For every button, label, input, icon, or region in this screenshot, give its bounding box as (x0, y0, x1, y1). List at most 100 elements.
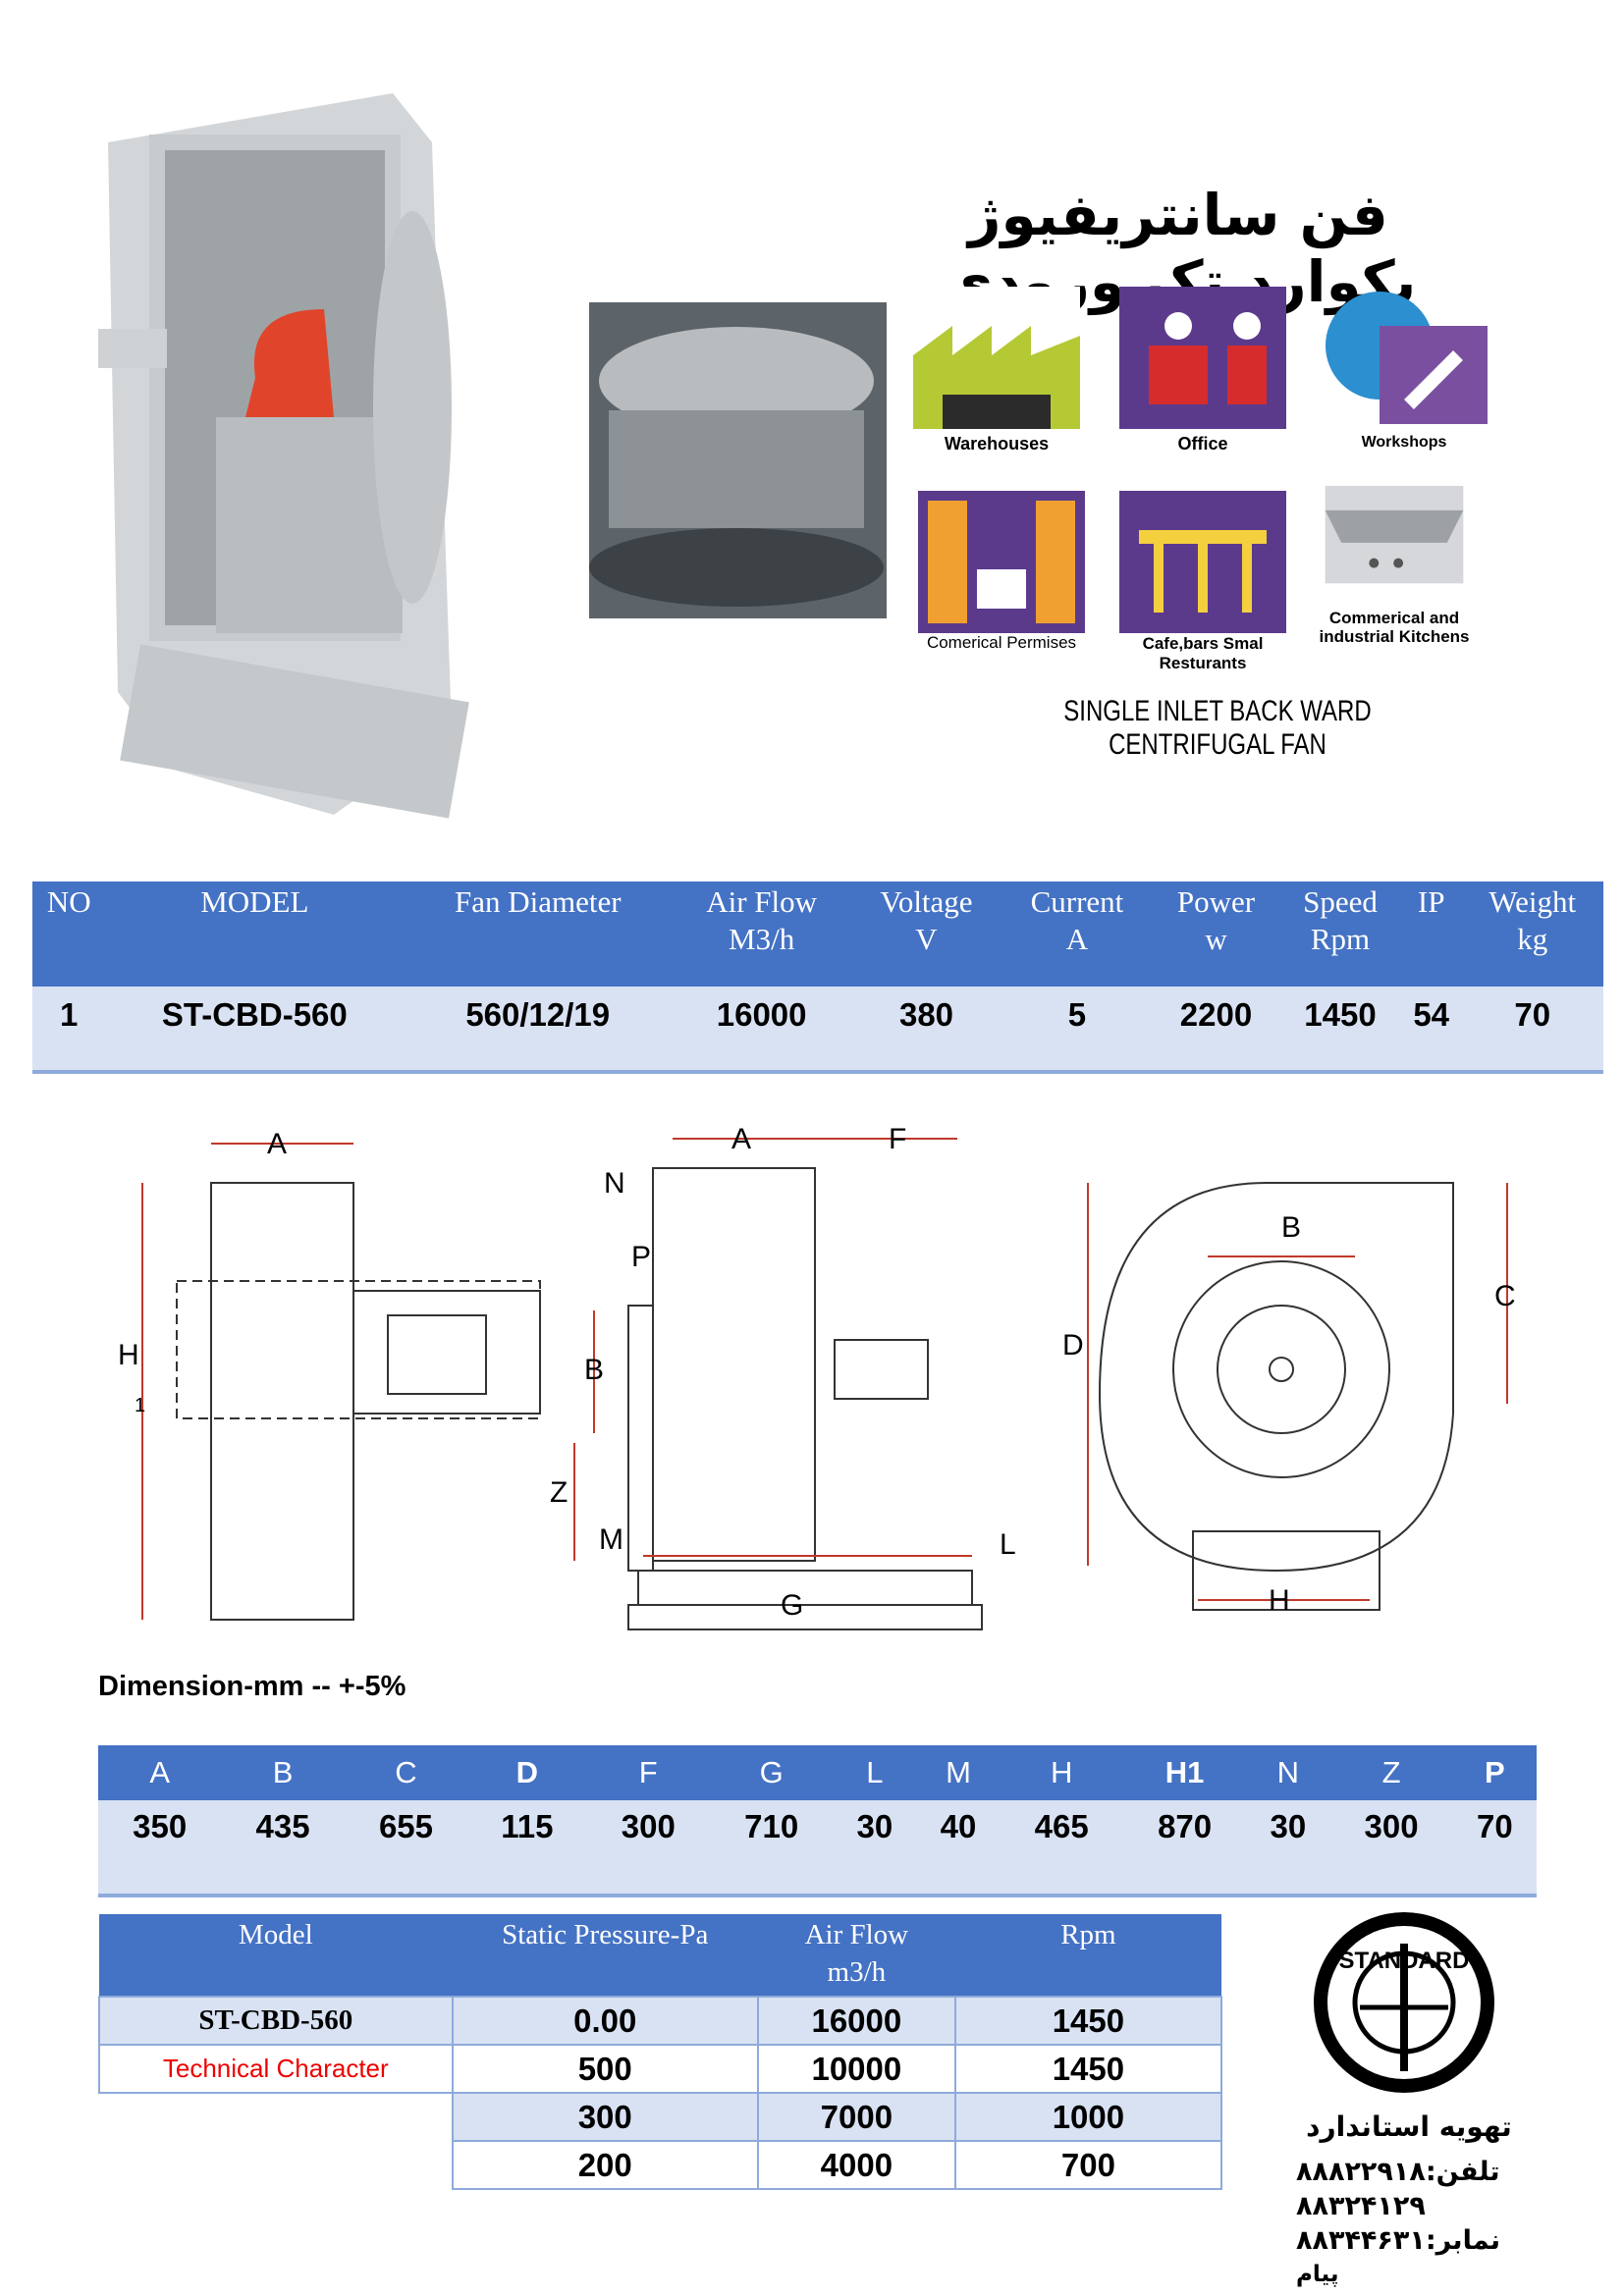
logo-caption: تهویه استاندارد (1306, 2110, 1512, 2143)
cell-rpm: 1450 (953, 1996, 1223, 2046)
dim-value: 30 (1246, 1800, 1330, 1897)
cell-air-flow: 16000 (672, 987, 851, 1074)
svg-text:H: H (1269, 1584, 1290, 1617)
dim-header: H (1000, 1745, 1123, 1800)
app-kitchens: Commerical and industrial Kitchens (1301, 486, 1488, 672)
empty-cell (99, 2141, 453, 2189)
app-cafe-bars: Cafe,bars Smal Resturants (1110, 491, 1296, 677)
svg-text:N: N (604, 1167, 625, 1200)
title-english: SINGLE INLET BACK WARD CENTRIFUGAL FAN (1063, 695, 1372, 761)
dim-header: C (344, 1745, 468, 1800)
dim-header: P (1452, 1745, 1537, 1800)
svg-text:C: C (1494, 1280, 1516, 1312)
workshop-gear-icon (1326, 292, 1488, 424)
standard-logo: STANDARD (1314, 1912, 1494, 2093)
scroll-view-drawing: B C D H (1062, 1182, 1516, 1617)
dim-header: G (709, 1745, 834, 1800)
dim-value: 435 (221, 1800, 345, 1897)
messenger: پیام رسان:۰۹۱۹۷۲۸۰۰۷۸ (1296, 2262, 1339, 2287)
header-rpm: Rpm (954, 1914, 1221, 1997)
dim-header: L (833, 1745, 917, 1800)
svg-text:1: 1 (135, 1395, 145, 1416)
cell-pressure: 200 (451, 2140, 759, 2190)
cell-pressure: 500 (451, 2044, 759, 2094)
cell-model: ST-CBD-560 (98, 1996, 454, 2046)
app-commercial-premises: Comerical Permises (908, 491, 1095, 677)
dim-value: 300 (1329, 1800, 1453, 1897)
dim-value: 30 (833, 1800, 917, 1897)
cell-airflow: 7000 (756, 2092, 956, 2142)
cell-pressure: 0.00 (451, 1996, 759, 2046)
header-no: NO (32, 881, 106, 987)
factory-icon (913, 287, 1080, 429)
svg-text:P: P (631, 1241, 651, 1273)
svg-text:L: L (1000, 1528, 1016, 1561)
dim-header: D (467, 1745, 587, 1800)
dim-header: F (586, 1745, 710, 1800)
dim-value: 350 (98, 1800, 222, 1897)
dim-header: Z (1329, 1745, 1453, 1800)
fan-photo (98, 93, 469, 819)
svg-text:G: G (781, 1589, 803, 1622)
cell-airflow: 16000 (756, 1996, 956, 2046)
office-icon (1119, 287, 1286, 429)
dim-value: 465 (1000, 1800, 1123, 1897)
header-model: Model (99, 1914, 453, 1997)
dim-value: 70 (1452, 1800, 1537, 1897)
svg-text:A: A (731, 1123, 751, 1155)
dim-header: M (916, 1745, 1001, 1800)
dim-header: B (221, 1745, 345, 1800)
dim-value: 40 (916, 1800, 1001, 1897)
svg-text:B: B (584, 1354, 604, 1386)
kitchen-hood-icon (1325, 486, 1464, 584)
header-model: MODEL (105, 881, 405, 987)
dim-value: 655 (344, 1800, 468, 1897)
phone-2: ۸۸۳۲۴۱۲۹ (1296, 2191, 1426, 2221)
svg-text:M: M (599, 1523, 623, 1556)
dim-header: A (98, 1745, 222, 1800)
dim-header: N (1246, 1745, 1330, 1800)
dim-header: H1 (1122, 1745, 1247, 1800)
dimension-table: A B C D F G L M H H1 N Z P 350 435 655 1… (98, 1745, 1537, 1897)
svg-text:D: D (1062, 1329, 1084, 1362)
header-ip: IP (1400, 881, 1462, 987)
dim-value: 870 (1122, 1800, 1247, 1897)
empty-cell (99, 2093, 453, 2141)
dimension-header-row: A B C D F G L M H H1 N Z P (98, 1745, 1537, 1800)
cell-fan-diameter: 560/12/19 (404, 987, 673, 1074)
cell-airflow: 4000 (756, 2140, 956, 2190)
technical-character-label: Technical Character (98, 2044, 454, 2094)
contact-info: تلفن:۸۸۸۲۲۹۱۸ ۸۸۳۲۴۱۲۹ نمابر:۸۸۳۴۴۶۳۱ پی… (1296, 2155, 1522, 2296)
cell-speed: 1450 (1279, 987, 1401, 1074)
table-row: 350 435 655 115 300 710 30 40 465 870 30… (98, 1800, 1537, 1897)
dim-value: 115 (467, 1800, 587, 1897)
shopping-icon (918, 491, 1085, 633)
dim-value: 300 (586, 1800, 710, 1897)
cell-voltage: 380 (851, 987, 1001, 1074)
header-fan-diameter: Fan Diameter (404, 881, 673, 987)
cell-no: 1 (32, 987, 106, 1074)
svg-text:H: H (118, 1339, 139, 1371)
app-workshops: Workshops (1311, 287, 1497, 473)
cell-power: 2200 (1152, 987, 1280, 1074)
cell-weight: 70 (1461, 987, 1603, 1074)
fax: نمابر:۸۸۳۴۴۶۳۱ (1296, 2225, 1500, 2256)
cell-current: 5 (1001, 987, 1153, 1074)
svg-text:F: F (889, 1123, 906, 1155)
svg-text:Z: Z (550, 1476, 568, 1509)
cell-airflow: 10000 (756, 2044, 956, 2094)
dim-value: 710 (709, 1800, 834, 1897)
phone-1: تلفن:۸۸۸۲۲۹۱۸ (1296, 2157, 1500, 2187)
app-office: Office (1110, 287, 1296, 473)
cell-model: ST-CBD-560 (105, 987, 405, 1074)
